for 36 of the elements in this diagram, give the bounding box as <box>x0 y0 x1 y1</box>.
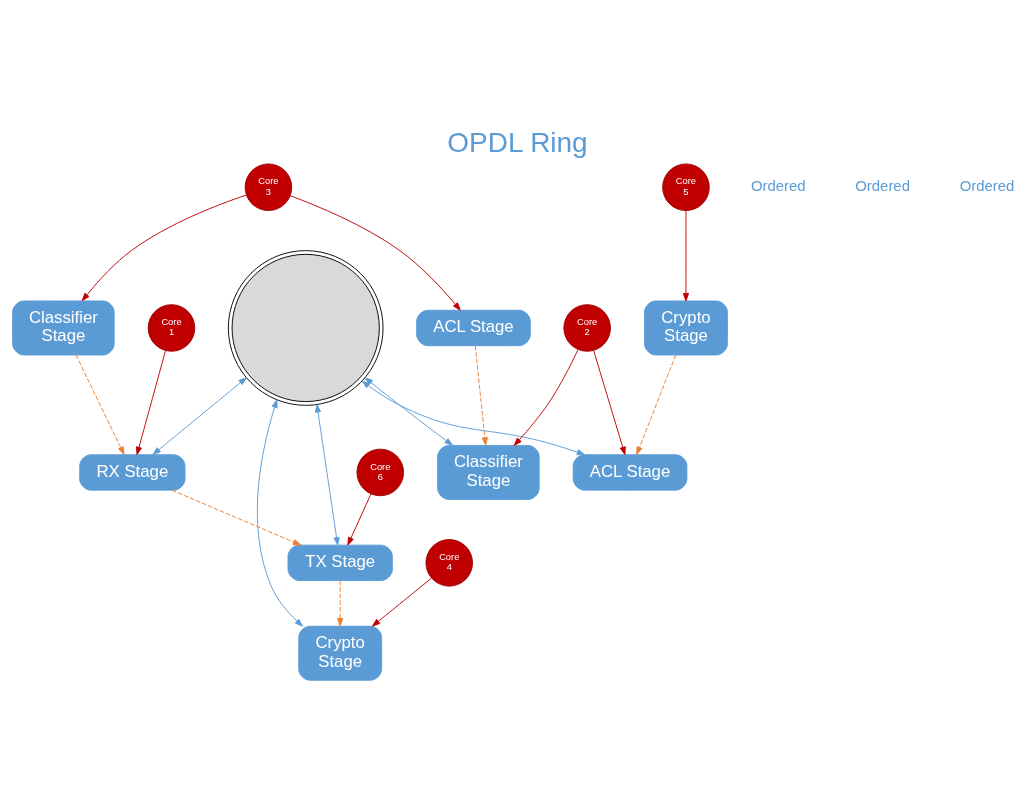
node-box: Crypto Stage <box>298 625 383 681</box>
arrow <box>593 350 626 456</box>
node-box: ACL Stage <box>416 309 531 347</box>
arrow <box>361 380 586 456</box>
arrow <box>75 354 125 455</box>
arrow <box>372 577 432 627</box>
label: Ordered <box>959 177 1015 194</box>
label: Ordered <box>750 177 806 194</box>
node-box: Classifier Stage <box>437 444 540 500</box>
node-circle: Core 3 <box>244 163 293 211</box>
arrow <box>171 489 302 546</box>
arrow <box>256 399 303 627</box>
node-circle: Core 4 <box>425 539 473 587</box>
node-circle: Core 6 <box>356 448 405 497</box>
arrow <box>314 404 340 546</box>
arrow <box>636 354 677 455</box>
node-circle: Core 1 <box>147 304 196 352</box>
node-circle: Core 5 <box>662 163 710 211</box>
arrow <box>347 493 372 546</box>
arrow <box>81 194 247 302</box>
arrow <box>337 580 344 627</box>
arrow <box>152 377 247 455</box>
arrow <box>364 377 453 446</box>
label: Ordered <box>855 177 910 194</box>
arrow <box>474 345 488 446</box>
node-box: TX Stage <box>287 544 393 581</box>
arrow <box>289 195 461 311</box>
diagram-title: OPDL Ring <box>447 126 588 158</box>
node-circle: Core 2 <box>563 304 611 352</box>
arrow <box>136 350 166 456</box>
arrow <box>682 210 690 302</box>
arrow <box>513 349 579 446</box>
node-box: RX Stage <box>79 454 186 491</box>
node-box: Crypto Stage <box>644 300 728 356</box>
node-box: ACL Stage <box>572 454 688 491</box>
node-box: Classifier Stage <box>12 300 115 356</box>
